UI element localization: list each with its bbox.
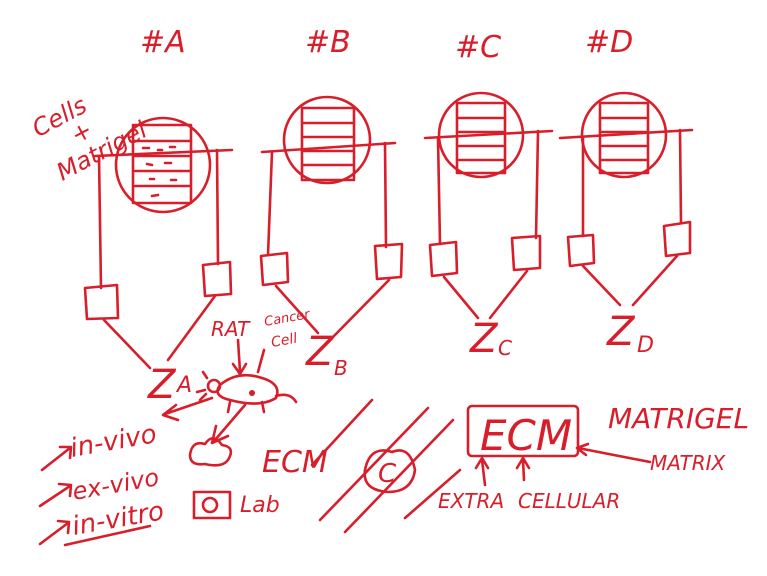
ecm-box-text: ECM: [480, 411, 572, 460]
matrigel-right-text: MATRIGEL: [608, 402, 749, 435]
cell-text: Cell: [270, 331, 299, 351]
cancer-text: Cancer: [263, 307, 312, 330]
well-label-a: #A: [140, 25, 186, 60]
electrode-sub-d: D: [637, 333, 654, 358]
well-label-b: #B: [305, 25, 351, 60]
electrode-label-d: Z: [606, 309, 636, 355]
cellular-text: CELLULAR: [518, 489, 620, 513]
lab-text: Lab: [240, 493, 280, 518]
electrode-sub-b: B: [334, 356, 348, 380]
ecm-left-text: ECM: [262, 445, 328, 480]
cell-letter-text: C: [378, 459, 397, 489]
rat-drawing: [195, 370, 298, 414]
electrode-sub-a: A: [175, 373, 192, 398]
extra-text: EXTRA: [438, 489, 504, 513]
well-c-diagram: [423, 91, 554, 320]
electrode-label-c: Z: [469, 316, 499, 362]
rat-text: RAT: [211, 317, 251, 341]
matrix-text: MATRIX: [650, 451, 726, 475]
well-label-c: #C: [455, 30, 501, 65]
electrode-label-a: Z: [147, 362, 177, 408]
ecm-lines-drawing: [310, 398, 462, 534]
cell-blob: [188, 436, 233, 467]
electrode-sub-c: C: [498, 336, 512, 360]
well-label-d: #D: [585, 25, 633, 60]
well-b-diagram: [259, 95, 404, 340]
well-a-diagram: [83, 116, 234, 370]
in-vivo-text: in-vivo: [68, 419, 159, 464]
well-d-diagram: [558, 91, 694, 307]
electrode-label-b: Z: [305, 329, 335, 375]
